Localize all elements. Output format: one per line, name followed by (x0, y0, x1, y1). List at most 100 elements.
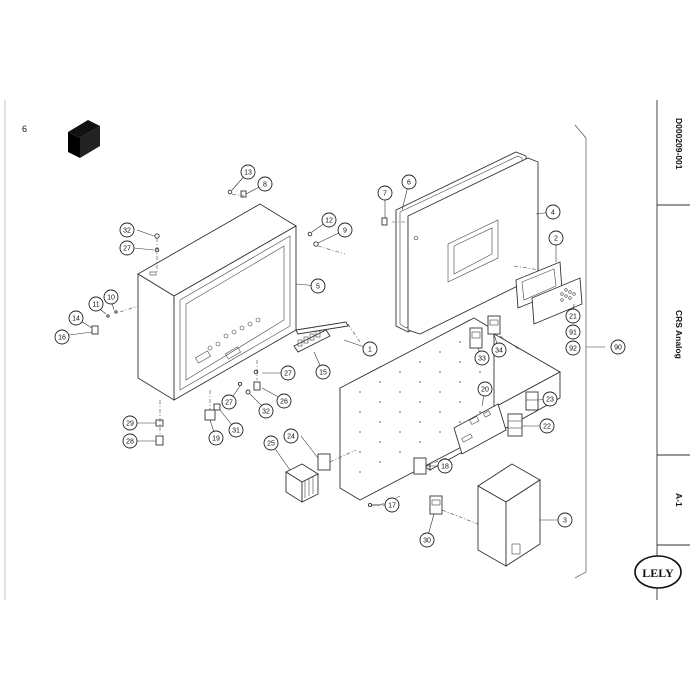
gland-19 (204, 409, 216, 421)
screw-10 (114, 310, 118, 314)
lely-logo: LELY (634, 555, 682, 589)
callout-27-top: 27 (119, 240, 135, 256)
svg-text:28: 28 (126, 439, 134, 446)
callout-14: 14 (68, 310, 84, 326)
callout-92: 92 (565, 340, 581, 356)
svg-text:12: 12 (325, 218, 333, 225)
nut-32-bottom (245, 389, 251, 395)
callout-7: 7 (377, 185, 393, 201)
product-name: CRS Analog (674, 310, 684, 359)
callout-90: 90 (610, 339, 626, 355)
callout-10: 10 (103, 289, 119, 305)
callout-5: 5 (310, 278, 326, 294)
assembly-bracket (574, 124, 605, 579)
callout-26: 26 (276, 393, 292, 409)
svg-text:10: 10 (107, 295, 115, 302)
screw-17 (367, 502, 380, 508)
callout-91: 91 (565, 324, 581, 340)
gland-28 (155, 435, 164, 446)
relay-34 (487, 315, 501, 335)
callout-29: 29 (122, 415, 138, 431)
callout-2: 2 (548, 230, 564, 246)
svg-text:5: 5 (316, 284, 320, 291)
page-number: 6 (22, 124, 27, 134)
svg-text:18: 18 (441, 464, 449, 471)
callout-13: 13 (240, 164, 256, 180)
terminal-module-22 (507, 413, 523, 437)
document-number: D000209-001 (674, 118, 684, 170)
callout-17: 17 (384, 497, 400, 513)
callout-6: 6 (401, 174, 417, 190)
callout-27-right: 27 (280, 365, 296, 381)
fastener-32-top (154, 233, 160, 239)
gland-29 (155, 419, 164, 427)
gland-31 (213, 403, 221, 411)
callout-25: 25 (263, 435, 279, 451)
enclosure-box (137, 203, 297, 401)
callout-9: 9 (337, 222, 353, 238)
svg-text:21: 21 (569, 314, 577, 321)
din-rail (295, 321, 349, 335)
svg-text:7: 7 (383, 191, 387, 198)
callout-33: 33 (474, 350, 490, 366)
keypad-plate (531, 277, 583, 325)
svg-text:23: 23 (546, 397, 554, 404)
cube-icon (68, 120, 100, 158)
svg-text:27: 27 (225, 400, 233, 407)
callout-32-bottom: 32 (258, 403, 274, 419)
nut-27-lower (237, 381, 243, 387)
callout-1: 1 (362, 341, 378, 357)
svg-text:14: 14 (72, 316, 80, 323)
svg-text:6: 6 (407, 180, 411, 187)
callout-24: 24 (283, 428, 299, 444)
svg-text:8: 8 (263, 182, 267, 189)
svg-text:22: 22 (543, 424, 551, 431)
callout-32-top: 32 (119, 222, 135, 238)
hinge-7 (381, 217, 388, 226)
gland-26 (253, 381, 261, 391)
callout-20: 20 (477, 381, 493, 397)
svg-text:19: 19 (212, 436, 220, 443)
fastener-13 (227, 189, 233, 195)
svg-text:15: 15 (319, 370, 327, 377)
title-block: D000209-001 CRS Analog A-1 LELY (634, 100, 690, 600)
svg-text:34: 34 (495, 348, 503, 355)
callout-11: 11 (88, 296, 104, 312)
svg-text:9: 9 (343, 228, 347, 235)
svg-text:92: 92 (569, 346, 577, 353)
svg-text:25: 25 (267, 441, 275, 448)
relay-33 (469, 327, 483, 349)
callout-31: 31 (228, 422, 244, 438)
svg-text:11: 11 (92, 302, 99, 309)
svg-text:LELY: LELY (642, 566, 674, 580)
callout-18: 18 (437, 458, 453, 474)
module-25 (285, 463, 319, 503)
terminal-strip (293, 329, 331, 353)
power-supply (477, 463, 541, 567)
pcb-board (453, 403, 507, 455)
svg-text:17: 17 (388, 503, 396, 510)
svg-text:20: 20 (481, 387, 489, 394)
terminal-module-23 (525, 391, 539, 411)
screw-11 (106, 314, 110, 318)
bracket-18 (413, 457, 427, 475)
alignment-lines (119, 193, 541, 525)
callout-16: 16 (54, 329, 70, 345)
fastener-12 (307, 231, 313, 237)
callout-19: 19 (208, 430, 224, 446)
callout-34: 34 (491, 342, 507, 358)
fastener-9 (313, 241, 319, 247)
svg-text:32: 32 (262, 409, 270, 416)
svg-text:13: 13 (244, 170, 252, 177)
svg-text:90: 90 (614, 345, 622, 352)
svg-text:91: 91 (569, 330, 577, 337)
callout-30: 30 (419, 532, 435, 548)
callout-4: 4 (545, 204, 561, 220)
callout-28: 28 (122, 433, 138, 449)
svg-text:31: 31 (232, 428, 240, 435)
callout-21: 21 (565, 308, 581, 324)
svg-text:1: 1 (368, 347, 372, 354)
svg-text:24: 24 (287, 434, 295, 441)
svg-text:26: 26 (280, 399, 288, 406)
